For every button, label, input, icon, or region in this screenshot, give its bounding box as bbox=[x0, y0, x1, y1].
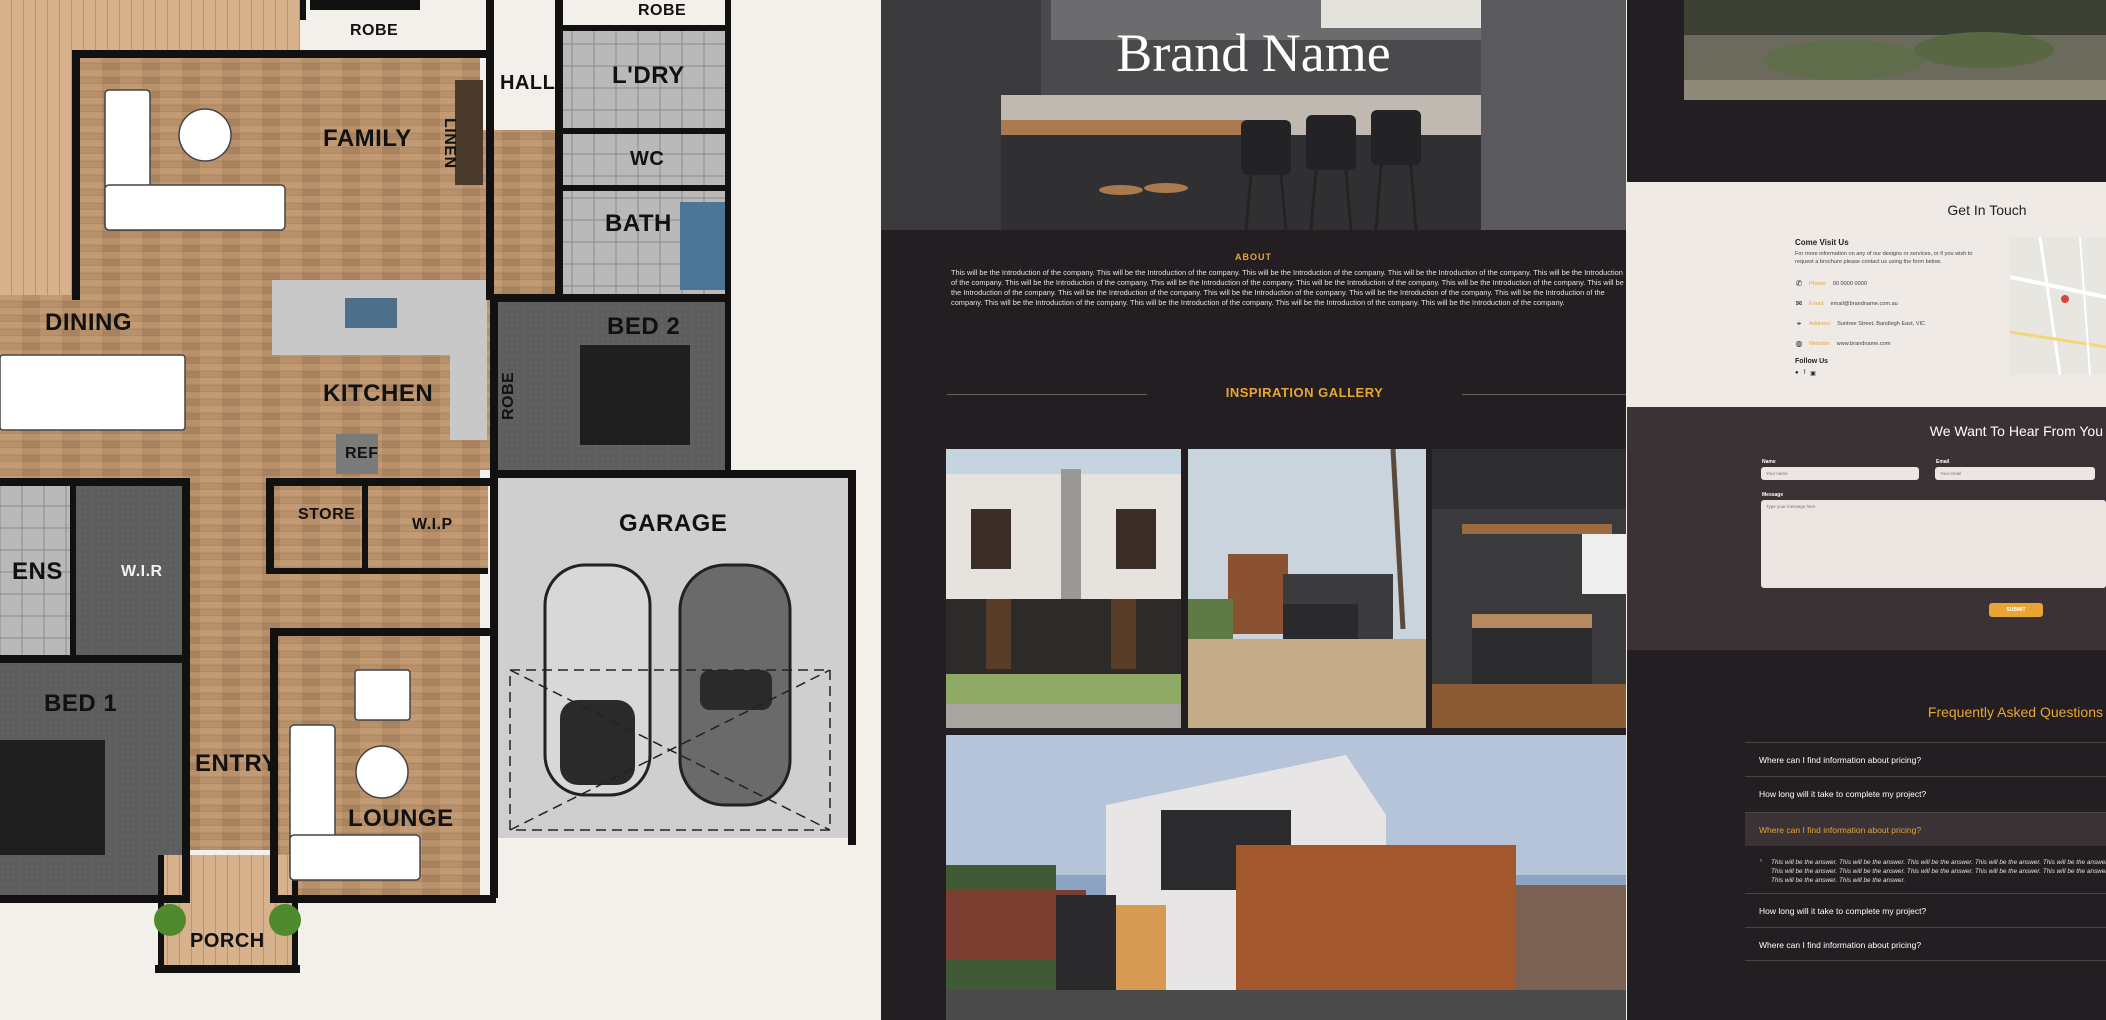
room-label-linen: LINEN bbox=[441, 118, 458, 169]
room-label-robe: ROBE bbox=[350, 22, 399, 39]
website-label: Website: bbox=[1809, 341, 1831, 347]
phone-value: 00 0000 0000 bbox=[1832, 281, 1867, 287]
room-label-kitchen: KITCHEN bbox=[323, 380, 434, 407]
contact-section: Get In Touch Come Visit Us For more info… bbox=[1627, 182, 2106, 407]
visit-description: For more information on any of our desig… bbox=[1795, 251, 1973, 265]
submit-button[interactable]: SUBMIT bbox=[1989, 603, 2043, 617]
room-label-family: FAMILY bbox=[323, 125, 412, 152]
message-label: Message bbox=[1762, 492, 1784, 498]
room-label-ens: ENS bbox=[12, 558, 63, 585]
email-icon: ✉ bbox=[1795, 299, 1803, 308]
faq-question[interactable]: How long will it take to complete my pro… bbox=[1745, 776, 2106, 810]
divider bbox=[947, 394, 1147, 395]
facebook-icon[interactable]: f bbox=[1803, 370, 1806, 376]
gallery-image-kitchen[interactable] bbox=[1432, 449, 1626, 728]
message-form-section: We Want To Hear From You Name Email Mess… bbox=[1627, 407, 2106, 650]
gallery-heading: INSPIRATION GALLERY bbox=[1225, 385, 1384, 400]
floor-plan-drawing bbox=[0, 0, 856, 973]
chevron-right-icon: › bbox=[1760, 858, 1762, 864]
faq-question[interactable]: Where can I find information about prici… bbox=[1745, 927, 2106, 961]
message-input[interactable] bbox=[1761, 500, 2106, 588]
faq-question[interactable]: Where can I find information about prici… bbox=[1745, 742, 2106, 776]
gallery-image-townhouses[interactable] bbox=[946, 449, 1181, 728]
room-label-hall: HALL bbox=[500, 72, 556, 94]
hero-kitchen-image bbox=[881, 0, 1626, 230]
address-row[interactable]: ⌖ Address: Suntree Street, Bandlegh East… bbox=[1795, 318, 1925, 330]
email-value: email@brandname.com.au bbox=[1830, 301, 1898, 307]
phone-icon: ✆ bbox=[1795, 279, 1803, 288]
room-label-bed1: BED 1 bbox=[44, 690, 118, 717]
room-label-laundry: L'DRY bbox=[612, 62, 685, 89]
location-icon: ⌖ bbox=[1796, 319, 1802, 328]
pinterest-icon[interactable]: ● bbox=[1795, 370, 1799, 376]
room-label-wip: W.I.P bbox=[412, 516, 453, 533]
website-row[interactable]: ◍ Website: www.brandname.com bbox=[1795, 338, 1891, 350]
floor-plan: ROBE ROBE HALL L'DRY LINEN FAMILY WC BAT… bbox=[0, 0, 880, 1020]
room-label-bath: BATH bbox=[605, 210, 672, 237]
brand-name[interactable]: Brand Name bbox=[1116, 23, 1391, 83]
room-label-bed2: BED 2 bbox=[607, 313, 681, 340]
room-label-ref: REF bbox=[345, 445, 379, 462]
hero-banner: Brand Name bbox=[881, 0, 1626, 230]
globe-icon: ◍ bbox=[1795, 339, 1803, 348]
website-page-main: Brand Name ABOUT This will be the Introd… bbox=[881, 0, 1626, 1020]
visit-heading: Come Visit Us bbox=[1795, 238, 1849, 247]
gallery-heading-row: INSPIRATION GALLERY bbox=[947, 385, 1626, 403]
room-label-dining: DINING bbox=[45, 309, 132, 336]
faq-question[interactable]: How long will it take to complete my pro… bbox=[1745, 893, 2106, 927]
room-label-robe: ROBE bbox=[500, 371, 517, 420]
gallery-image-modern-home[interactable] bbox=[1188, 449, 1426, 728]
room-label-robe: ROBE bbox=[638, 2, 687, 19]
faq-heading: Frequently Asked Questions bbox=[1927, 704, 2103, 720]
email-label: Email: bbox=[1809, 301, 1825, 307]
address-label: Address: bbox=[1809, 321, 1832, 327]
website-value: www.brandname.com bbox=[1836, 341, 1891, 347]
garden-image bbox=[1684, 0, 2106, 100]
website-page-contact: Get In Touch Come Visit Us For more info… bbox=[1627, 0, 2106, 1020]
phone-label: Phone: bbox=[1809, 281, 1827, 287]
about-heading: ABOUT bbox=[1235, 252, 1272, 262]
faq-answer: This will be the answer. This will be th… bbox=[1771, 859, 2106, 884]
room-label-entry: ENTRY bbox=[195, 750, 278, 777]
email-row[interactable]: ✉ Email: email@brandname.com.au bbox=[1795, 298, 1898, 310]
room-label-garage: GARAGE bbox=[619, 510, 728, 537]
instagram-icon[interactable]: ▣ bbox=[1810, 371, 1816, 377]
email-input[interactable] bbox=[1935, 467, 2095, 480]
faq-question-active[interactable]: Where can I find information about prici… bbox=[1745, 812, 2106, 846]
location-map[interactable] bbox=[2010, 237, 2106, 375]
divider bbox=[1462, 394, 1626, 395]
contact-heading: Get In Touch bbox=[1947, 202, 2027, 218]
room-label-store: STORE bbox=[298, 506, 356, 523]
room-label-lounge: LOUNGE bbox=[348, 805, 454, 832]
about-text: This will be the Introduction of the com… bbox=[951, 268, 1624, 307]
phone-row[interactable]: ✆ Phone: 00 0000 0000 bbox=[1795, 278, 1867, 290]
room-label-wir: W.I.R bbox=[121, 563, 163, 580]
name-input[interactable] bbox=[1761, 467, 1919, 480]
name-label: Name bbox=[1762, 459, 1776, 465]
email-label: Email bbox=[1936, 459, 1950, 465]
room-label-wc: WC bbox=[630, 148, 665, 170]
gallery-image-feature-home[interactable] bbox=[946, 735, 1626, 1020]
form-heading: We Want To Hear From You bbox=[1929, 423, 2103, 439]
follow-heading: Follow Us bbox=[1795, 358, 1829, 365]
address-value: Suntree Street, Bandlegh East, VIC bbox=[1837, 321, 1926, 327]
social-links: ● f ▣ bbox=[1795, 370, 1816, 377]
room-label-porch: PORCH bbox=[190, 930, 265, 952]
